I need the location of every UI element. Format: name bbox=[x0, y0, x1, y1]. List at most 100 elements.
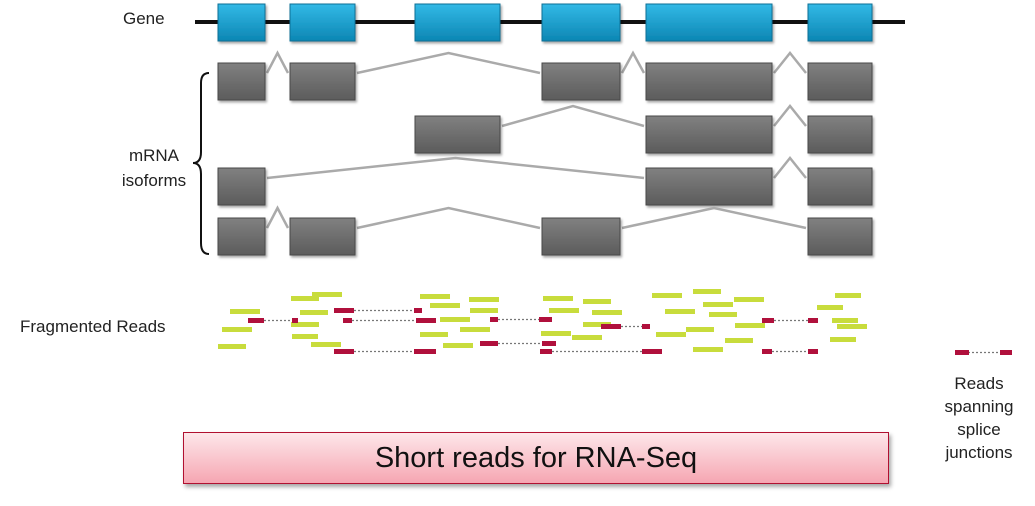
fragmented-reads-label: Fragmented Reads bbox=[20, 317, 166, 336]
junction-read-segment bbox=[601, 324, 621, 329]
isoform-4-exon-1 bbox=[217, 217, 266, 256]
junction-read-segment bbox=[490, 317, 498, 322]
read-fragment bbox=[291, 322, 319, 327]
legend-label-line3: splice bbox=[957, 420, 1001, 439]
gene-exon-4 bbox=[541, 3, 621, 42]
isoforms-label-line1: mRNA bbox=[128, 146, 180, 165]
junction-read-segment bbox=[762, 349, 772, 354]
read-fragment bbox=[817, 305, 843, 310]
gene-exon-5 bbox=[645, 3, 773, 42]
legend-read-segment bbox=[955, 350, 969, 355]
read-fragment bbox=[443, 343, 473, 348]
read-fragment bbox=[686, 327, 714, 332]
read-fragment bbox=[312, 292, 342, 297]
junction-read-segment bbox=[414, 349, 436, 354]
junction-read-segment bbox=[808, 318, 818, 323]
read-fragment bbox=[541, 331, 571, 336]
read-fragment bbox=[470, 308, 498, 313]
junction-read-segment bbox=[414, 308, 422, 313]
isoform-4-exon-6 bbox=[807, 217, 873, 256]
isoform-3-exon-5 bbox=[645, 167, 773, 206]
isoform-3-exon-1 bbox=[217, 167, 266, 206]
isoform-1-intron-link bbox=[265, 50, 290, 74]
isoform-2-intron-link bbox=[773, 103, 807, 127]
junction-read-segment bbox=[762, 318, 774, 323]
read-fragment bbox=[292, 334, 318, 339]
isoform-1-exon-4 bbox=[541, 62, 621, 101]
isoform-1-exon-1 bbox=[217, 62, 266, 101]
isoform-4-exon-4 bbox=[541, 217, 621, 256]
junction-read-segment bbox=[343, 318, 352, 323]
read-fragment bbox=[549, 308, 579, 313]
fragmented-reads bbox=[218, 289, 867, 354]
read-fragment bbox=[583, 299, 611, 304]
read-fragment bbox=[652, 293, 682, 298]
read-fragment bbox=[837, 324, 867, 329]
legend-label: Reads spanning splice junctions bbox=[935, 372, 1023, 464]
isoform-1-intron-link bbox=[356, 51, 541, 75]
junction-read-segment bbox=[642, 349, 662, 354]
read-fragment bbox=[230, 309, 260, 314]
read-fragment bbox=[222, 327, 252, 332]
junction-read-segment bbox=[540, 349, 552, 354]
junction-read-segment bbox=[416, 318, 436, 323]
isoform-3-exon-6 bbox=[807, 167, 873, 206]
read-fragment bbox=[835, 293, 861, 298]
junction-read-segment bbox=[642, 324, 650, 329]
read-fragment bbox=[725, 338, 753, 343]
read-fragment bbox=[572, 335, 602, 340]
read-fragment bbox=[430, 303, 460, 308]
read-fragment bbox=[693, 347, 723, 352]
isoform-3-intron-link bbox=[266, 156, 645, 180]
read-fragment bbox=[734, 297, 764, 302]
gene-exon-2 bbox=[289, 3, 356, 42]
junction-read-segment bbox=[542, 341, 556, 346]
banner-title: Short reads for RNA-Seq bbox=[374, 441, 698, 474]
read-fragment bbox=[709, 312, 737, 317]
isoform-1-intron-link bbox=[773, 50, 807, 74]
isoforms-label-line2: isoforms bbox=[121, 171, 187, 190]
read-fragment bbox=[543, 296, 573, 301]
read-fragment bbox=[832, 318, 858, 323]
rna-seq-banner: Short reads for RNA-Seq bbox=[183, 432, 889, 484]
read-fragment bbox=[735, 323, 765, 328]
read-fragment bbox=[420, 294, 450, 299]
junction-read-legend bbox=[955, 350, 1012, 355]
isoform-3-intron-link bbox=[773, 155, 807, 179]
isoform-4-intron-link bbox=[356, 206, 541, 230]
junction-read-segment bbox=[480, 341, 498, 346]
isoform-4-exon-2 bbox=[289, 217, 356, 256]
gene-exon-6 bbox=[807, 3, 873, 42]
gene-exon-1 bbox=[217, 3, 266, 42]
legend-label-line4: junctions bbox=[945, 443, 1013, 462]
junction-read-segment bbox=[808, 349, 818, 354]
isoform-4-intron-link bbox=[265, 205, 290, 229]
junction-read-segment bbox=[292, 318, 298, 323]
isoform-bracket bbox=[192, 72, 210, 255]
isoform-4-intron-link bbox=[621, 206, 807, 230]
isoform-tracks bbox=[217, 50, 873, 256]
isoform-2-exon-5 bbox=[645, 115, 773, 154]
junction-read-segment bbox=[248, 318, 264, 323]
gene-track bbox=[195, 3, 905, 42]
junction-read-segment bbox=[539, 317, 552, 322]
legend-label-line1: Reads bbox=[954, 374, 1004, 393]
junction-read-segment bbox=[334, 349, 354, 354]
read-fragment bbox=[311, 342, 341, 347]
read-fragment bbox=[291, 296, 319, 301]
read-fragment bbox=[469, 297, 499, 302]
gene-label: Gene bbox=[123, 9, 165, 28]
gene-exon-3 bbox=[414, 3, 501, 42]
junction-read-segment bbox=[334, 308, 354, 313]
read-fragment bbox=[693, 289, 721, 294]
isoform-1-exon-6 bbox=[807, 62, 873, 101]
legend-read-segment bbox=[1000, 350, 1012, 355]
read-fragment bbox=[300, 310, 328, 315]
isoform-1-exon-5 bbox=[645, 62, 773, 101]
read-fragment bbox=[218, 344, 246, 349]
isoform-2-exon-6 bbox=[807, 115, 873, 154]
isoform-2-exon-3 bbox=[414, 115, 501, 154]
read-fragment bbox=[703, 302, 733, 307]
isoform-1-exon-2 bbox=[289, 62, 356, 101]
